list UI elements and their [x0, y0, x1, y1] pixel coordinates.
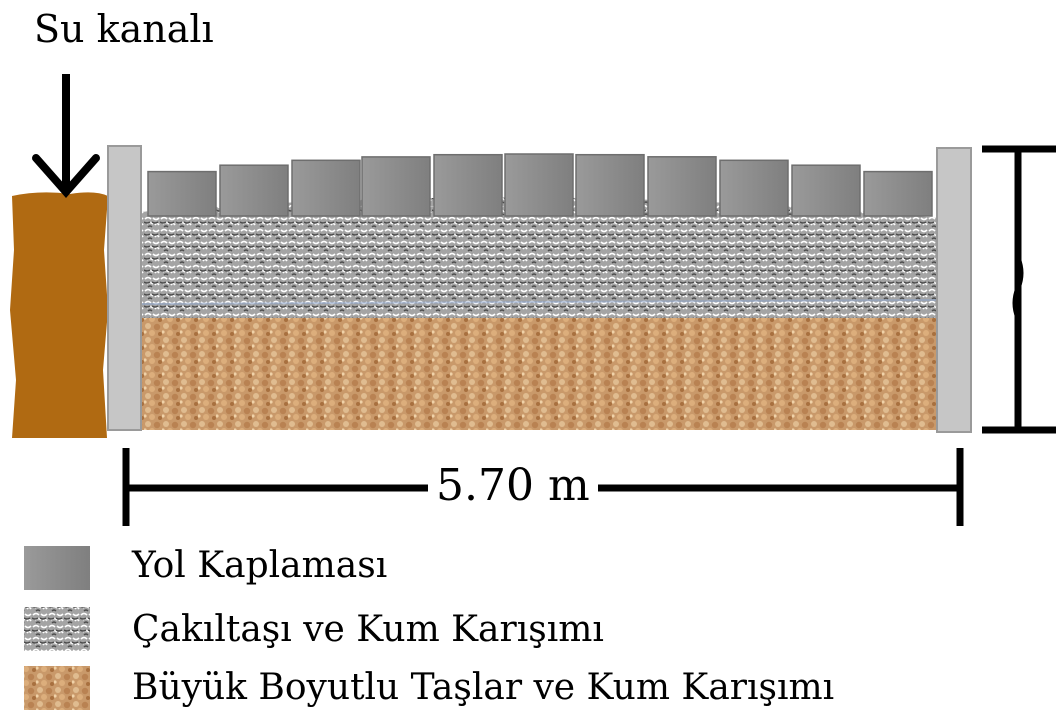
- paving-block: [219, 164, 289, 217]
- width-dimension-label: 5.70 m: [428, 464, 598, 508]
- height-dimension-marker: [982, 145, 1056, 434]
- paving-block: [361, 156, 431, 217]
- paving-block: [433, 153, 503, 217]
- paving-block: [504, 153, 574, 217]
- paving-block: [291, 159, 361, 217]
- legend-swatch-gravel-sand: [24, 607, 90, 651]
- layer-gravel-sand: [140, 197, 938, 318]
- curb-right: [936, 147, 972, 433]
- legend-swatch-paving: [24, 546, 90, 590]
- paving-block: [147, 170, 217, 217]
- paving-block: [791, 164, 861, 217]
- arrow-down-icon: [32, 74, 100, 199]
- legend-label-paving: Yol Kaplaması: [132, 545, 388, 586]
- paving-block: [575, 153, 645, 217]
- paving-block: [719, 159, 789, 217]
- legend-swatch-boulder-sand: [24, 666, 90, 710]
- legend-label-gravel-sand: Çakıltaşı ve Kum Karışımı: [132, 609, 604, 650]
- layer-boulder-sand: [140, 318, 938, 430]
- curb-left: [107, 145, 142, 431]
- legend-label-boulder-sand: Büyük Boyutlu Taşlar ve Kum Karışımı: [132, 667, 835, 708]
- paving-blocks: [147, 153, 933, 217]
- canal-label: Su kanalı: [34, 7, 214, 51]
- paving-block: [863, 170, 933, 217]
- canal-ground: [10, 192, 108, 438]
- paving-block: [647, 156, 717, 217]
